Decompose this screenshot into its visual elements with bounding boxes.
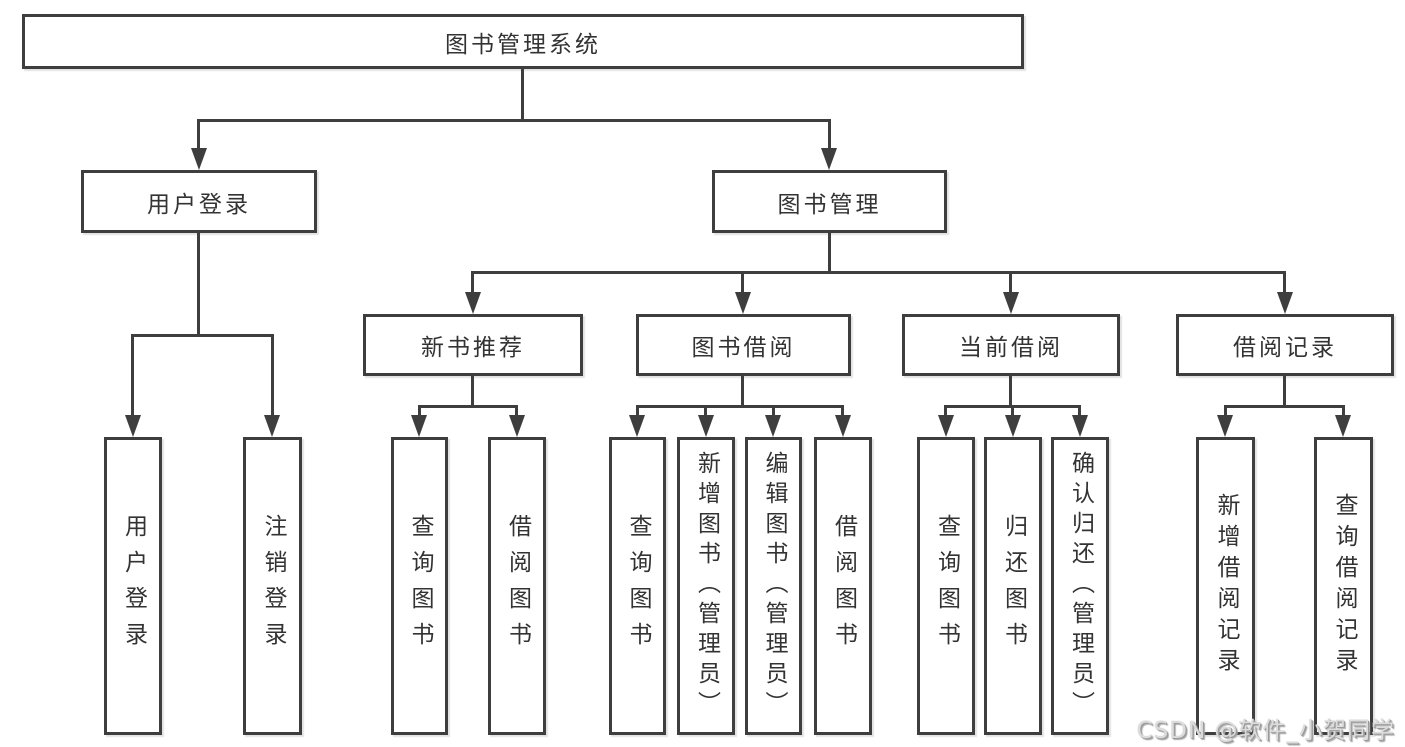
arrowhead-down-icon bbox=[629, 415, 645, 437]
node-user-login: 用户登录 bbox=[81, 170, 317, 233]
connector-userlogin-drop-1 bbox=[131, 334, 134, 417]
node-borrowing-records: 借阅记录 bbox=[1176, 314, 1394, 376]
node-borrowing-records-label: 借阅记录 bbox=[1233, 335, 1337, 361]
leaf-query-borrow-record-label: 查询借阅记录 bbox=[1331, 493, 1357, 679]
arrowhead-down-icon bbox=[1277, 292, 1293, 314]
arrowhead-down-icon bbox=[938, 415, 954, 437]
arrowhead-down-icon bbox=[821, 148, 837, 170]
connector-borrowing-drop-2 bbox=[704, 405, 707, 417]
connector-current-drop-2 bbox=[1011, 405, 1014, 417]
leaf-return-books-label: 归还图书 bbox=[1000, 514, 1027, 658]
leaf-query-books-2: 查询图书 bbox=[609, 437, 666, 735]
arrowhead-down-icon bbox=[1072, 415, 1088, 437]
arrowhead-down-icon bbox=[1217, 415, 1233, 437]
connector-records-stem bbox=[1283, 376, 1286, 408]
node-root-label: 图书管理系统 bbox=[445, 31, 601, 58]
leaf-query-books-2-label: 查询图书 bbox=[625, 514, 651, 658]
leaf-user-login: 用户登录 bbox=[104, 437, 162, 735]
connector-borrowing-drop-1 bbox=[636, 405, 639, 417]
connector-bookmgmt-drop-4 bbox=[1283, 271, 1286, 294]
connector-bookmgmt-stem bbox=[828, 233, 831, 274]
leaf-edit-books-admin: 编辑图书（管理员） bbox=[745, 437, 802, 735]
leaf-borrow-books-2-label: 借阅图书 bbox=[830, 514, 857, 658]
node-current-borrowing-label: 当前借阅 bbox=[959, 335, 1063, 361]
node-book-management: 图书管理 bbox=[712, 170, 947, 233]
node-book-borrowing-label: 图书借阅 bbox=[691, 335, 796, 361]
leaf-borrow-books-2: 借阅图书 bbox=[814, 437, 872, 735]
leaf-query-books-3: 查询图书 bbox=[917, 437, 975, 735]
connector-bookmgmt-drop-3 bbox=[1009, 271, 1012, 294]
connector-bookmgmt-bar bbox=[471, 271, 1285, 274]
csdn-watermark: CSDN @软件_小贺同学 bbox=[1136, 718, 1395, 744]
connector-records-drop-2 bbox=[1342, 405, 1345, 417]
connector-borrowing-bar bbox=[636, 405, 844, 408]
arrowhead-down-icon bbox=[191, 148, 207, 170]
leaf-add-books-admin-label: 新增图书（管理员） bbox=[693, 451, 720, 721]
leaf-borrow-books-1-label: 借阅图书 bbox=[504, 514, 531, 658]
connector-borrowing-drop-4 bbox=[841, 405, 844, 417]
leaf-query-borrow-record: 查询借阅记录 bbox=[1314, 437, 1373, 735]
arrowhead-down-icon bbox=[735, 292, 751, 314]
connector-records-drop-1 bbox=[1224, 405, 1227, 417]
connector-userlogin-drop-2 bbox=[271, 334, 274, 417]
arrowhead-down-icon bbox=[411, 415, 427, 437]
leaf-user-login-label: 用户登录 bbox=[120, 514, 147, 658]
node-current-borrowing: 当前借阅 bbox=[902, 314, 1120, 376]
leaf-add-borrow-record-label: 新增借阅记录 bbox=[1213, 493, 1239, 679]
node-new-book-recommend: 新书推荐 bbox=[363, 314, 583, 376]
connector-current-stem bbox=[1009, 376, 1012, 408]
leaf-return-books: 归还图书 bbox=[984, 437, 1042, 735]
arrowhead-down-icon bbox=[509, 415, 525, 437]
connector-bookmgmt-drop-1 bbox=[471, 271, 474, 294]
connector-root-bar bbox=[197, 119, 831, 122]
connector-root-drop-left bbox=[197, 119, 200, 151]
connector-userlogin-stem bbox=[197, 233, 200, 337]
arrowhead-down-icon bbox=[1003, 292, 1019, 314]
leaf-edit-books-admin-label: 编辑图书（管理员） bbox=[761, 451, 787, 721]
leaf-borrow-books-1: 借阅图书 bbox=[488, 437, 546, 735]
arrowhead-down-icon bbox=[264, 415, 280, 437]
node-new-book-recommend-label: 新书推荐 bbox=[421, 335, 525, 361]
connector-borrowing-stem bbox=[741, 376, 744, 408]
connector-newbook-drop-2 bbox=[515, 405, 518, 417]
arrowhead-down-icon bbox=[1005, 415, 1021, 437]
arrowhead-down-icon bbox=[125, 415, 141, 437]
arrowhead-down-icon bbox=[698, 415, 714, 437]
arrowhead-down-icon bbox=[765, 415, 781, 437]
connector-records-bar bbox=[1224, 405, 1345, 408]
node-book-borrowing: 图书借阅 bbox=[636, 314, 851, 376]
node-user-login-label: 用户登录 bbox=[147, 191, 251, 218]
leaf-query-books-1-label: 查询图书 bbox=[407, 514, 433, 658]
leaf-logout: 注销登录 bbox=[243, 437, 302, 735]
leaf-add-books-admin: 新增图书（管理员） bbox=[677, 437, 735, 735]
connector-current-drop-1 bbox=[944, 405, 947, 417]
leaf-logout-label: 注销登录 bbox=[260, 514, 286, 658]
arrowhead-down-icon bbox=[465, 292, 481, 314]
connector-root-drop-right bbox=[828, 119, 831, 151]
connector-newbook-bar bbox=[418, 405, 518, 408]
connector-bookmgmt-drop-2 bbox=[741, 271, 744, 294]
leaf-query-books-3-label: 查询图书 bbox=[933, 514, 960, 658]
connector-current-drop-3 bbox=[1078, 405, 1081, 417]
node-book-management-label: 图书管理 bbox=[777, 191, 882, 218]
connector-newbook-stem bbox=[471, 376, 474, 408]
leaf-add-borrow-record: 新增借阅记录 bbox=[1196, 437, 1255, 735]
leaf-query-books-1: 查询图书 bbox=[391, 437, 448, 735]
connector-root-stem bbox=[521, 69, 524, 122]
leaf-confirm-return-admin-label: 确认归还（管理员） bbox=[1067, 451, 1094, 721]
connector-userlogin-bar bbox=[132, 334, 274, 337]
connector-borrowing-drop-3 bbox=[772, 405, 775, 417]
leaf-confirm-return-admin: 确认归还（管理员） bbox=[1051, 437, 1109, 735]
node-root: 图书管理系统 bbox=[22, 14, 1024, 69]
connector-newbook-drop-1 bbox=[418, 405, 421, 417]
arrowhead-down-icon bbox=[1335, 415, 1351, 437]
arrowhead-down-icon bbox=[835, 415, 851, 437]
